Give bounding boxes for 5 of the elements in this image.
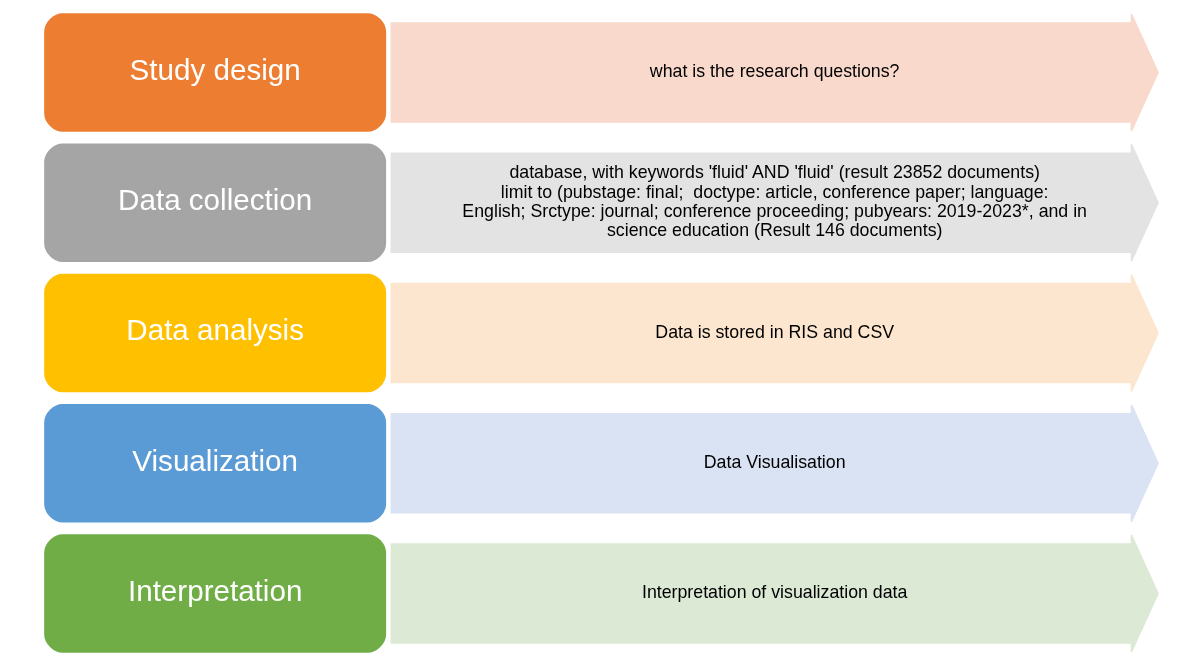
node-box: Interpretation: [44, 534, 387, 653]
node-box: Visualization: [44, 404, 387, 523]
node-box: Study design: [44, 13, 387, 132]
node-box: Data collection: [44, 143, 387, 262]
node-box: Data analysis: [44, 273, 387, 393]
